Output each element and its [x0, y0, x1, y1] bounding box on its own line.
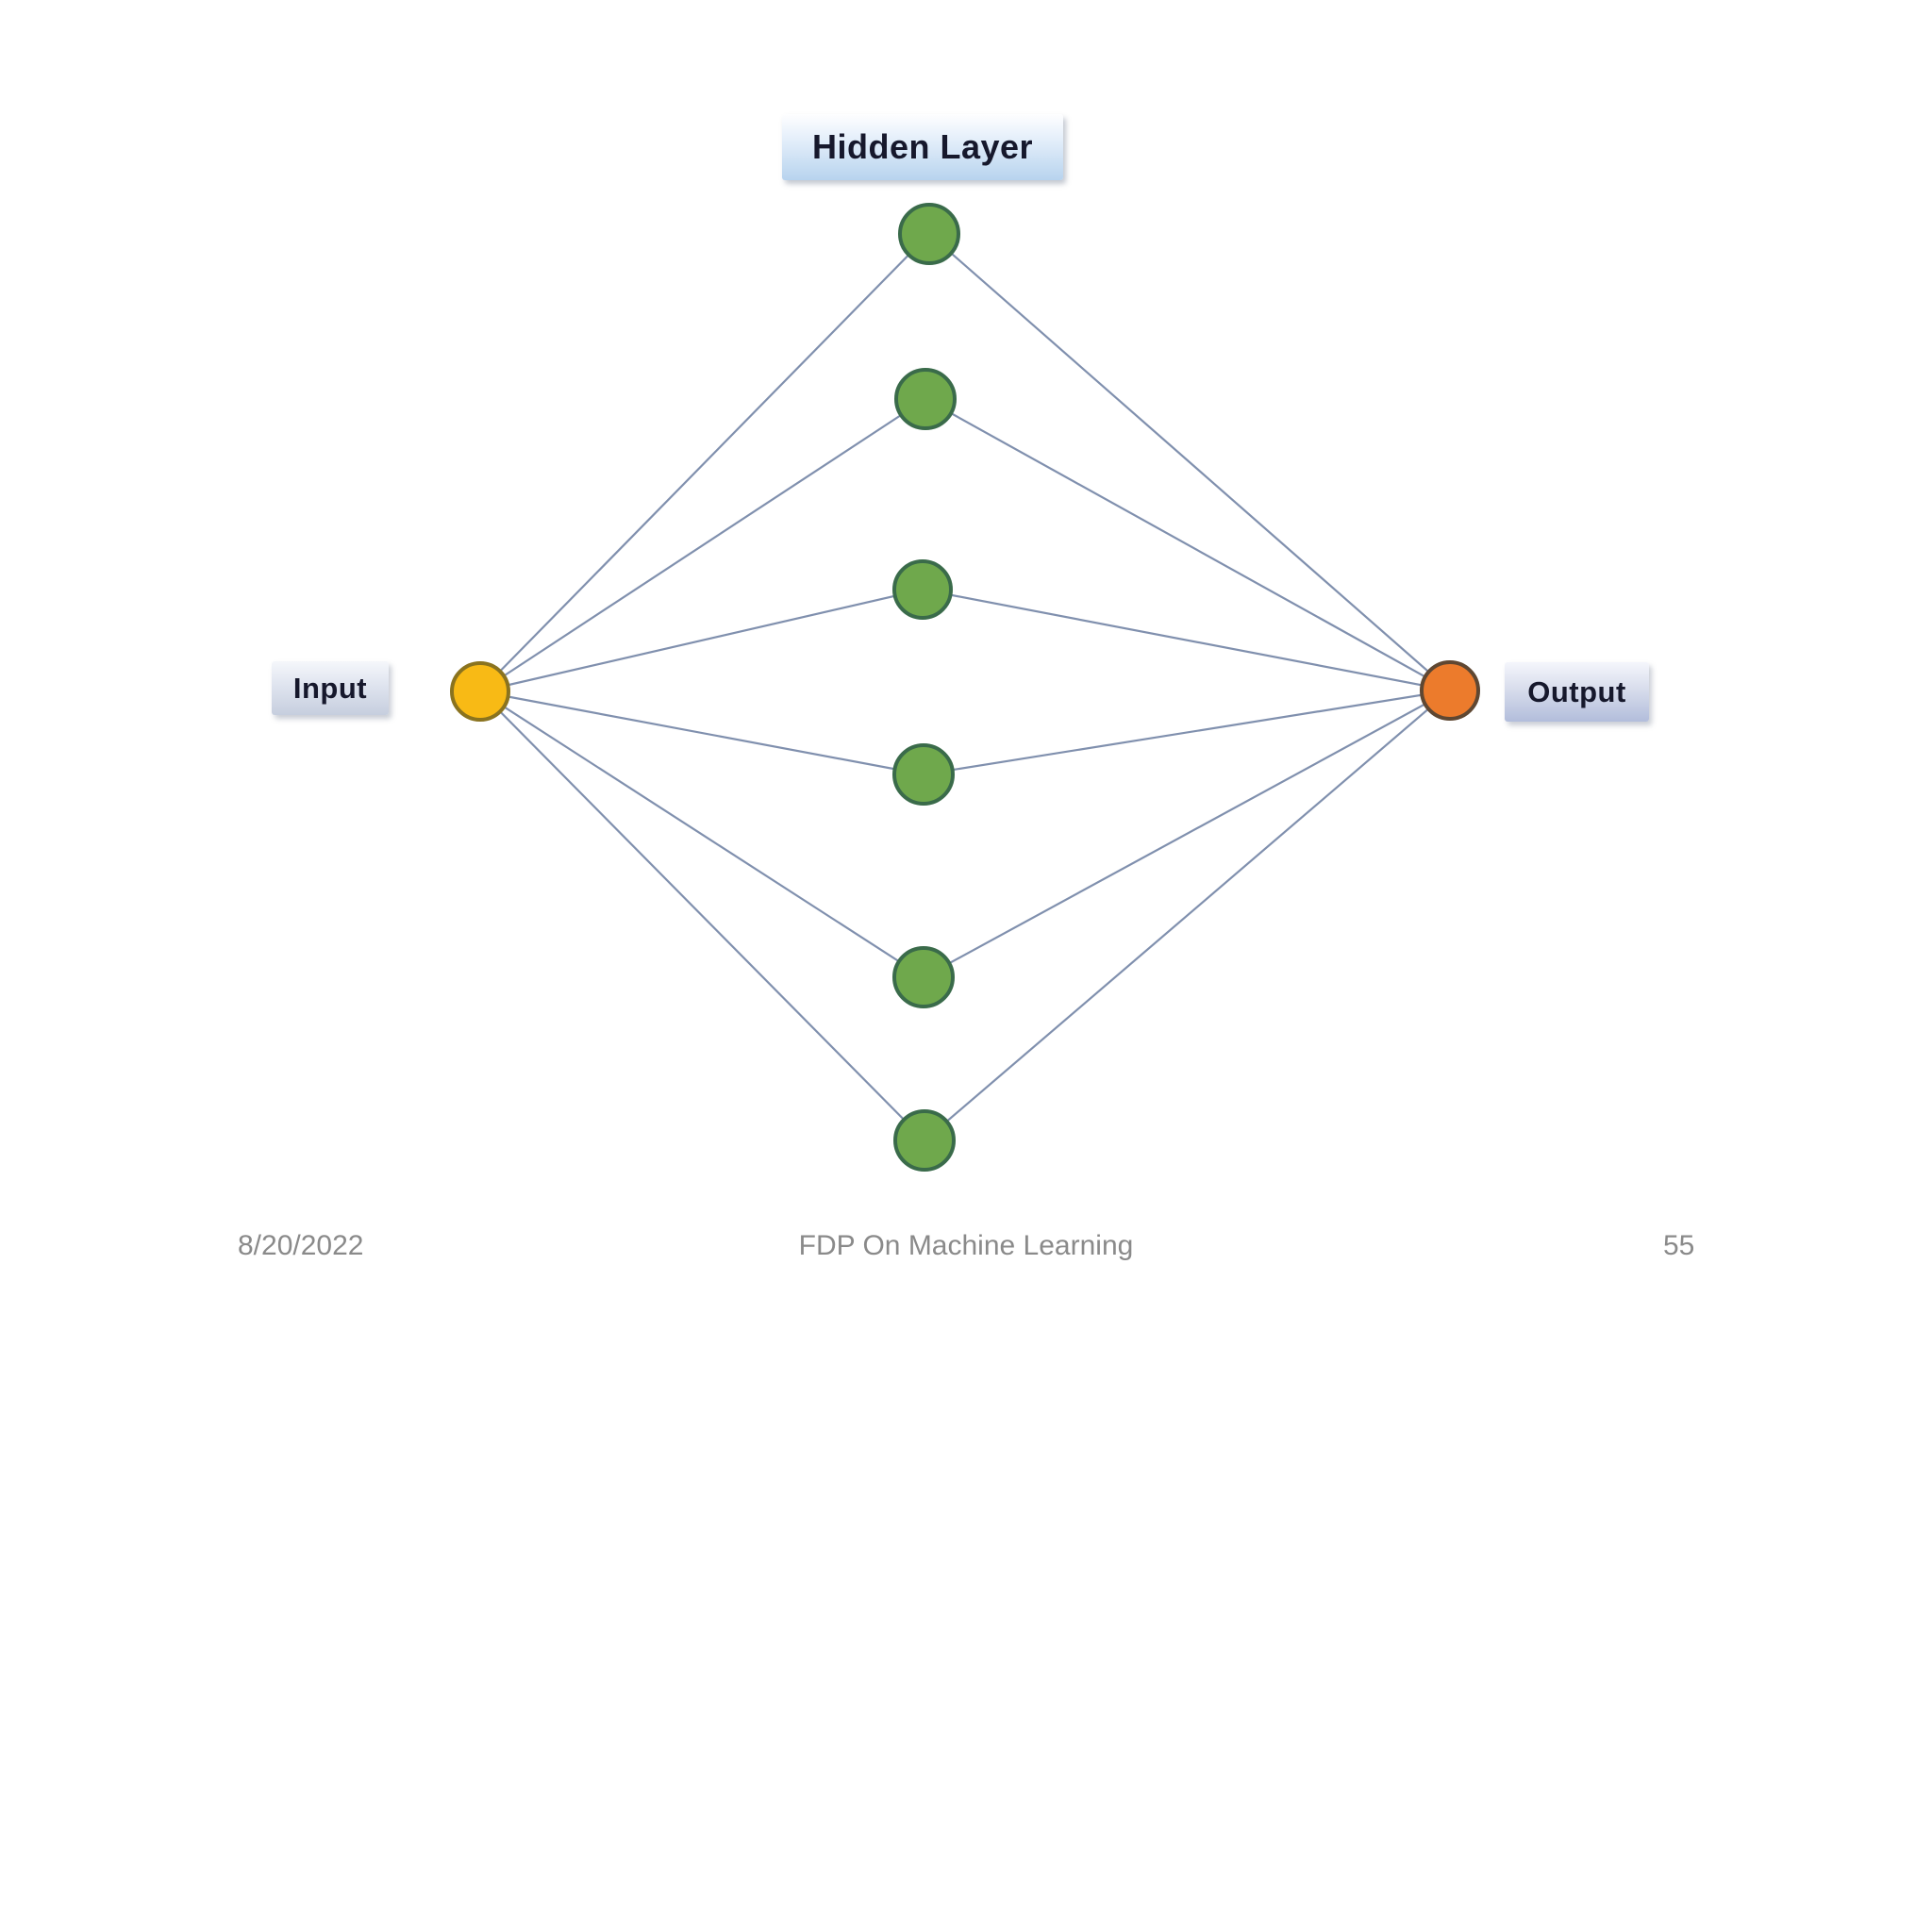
edge-hidden-1-to-output [928, 233, 1451, 691]
edge-input-to-hidden-6 [479, 690, 925, 1141]
edge-input-to-hidden-3 [479, 588, 924, 693]
slide-footer: 8/20/2022 FDP On Machine Learning 55 [0, 1229, 1932, 1269]
edge-hidden-3-to-output [922, 588, 1451, 692]
hidden-3-node [892, 559, 953, 620]
hidden-layer-label: Hidden Layer [782, 114, 1063, 180]
edge-input-to-hidden-4 [479, 690, 924, 776]
footer-title: FDP On Machine Learning [798, 1230, 1134, 1261]
output-label-text: Output [1527, 674, 1626, 708]
edge-hidden-4-to-output [923, 689, 1451, 776]
hidden-5-node [892, 946, 955, 1008]
hidden-layer-label-text: Hidden Layer [811, 127, 1034, 166]
hidden-1-node [898, 203, 960, 265]
input-label: Input [272, 661, 389, 715]
hidden-6-node [893, 1109, 956, 1172]
input-node [450, 661, 510, 722]
edge-input-to-hidden-5 [479, 690, 924, 978]
hidden-2-node [894, 368, 957, 430]
footer-date: 8/20/2022 [238, 1230, 364, 1261]
footer-page-number: 55 [1663, 1230, 1695, 1261]
hidden-4-node [892, 743, 955, 806]
edge-input-to-hidden-2 [479, 398, 926, 692]
edge-hidden-5-to-output [923, 690, 1451, 978]
input-label-text: Input [292, 671, 368, 705]
edge-hidden-2-to-output [924, 398, 1451, 691]
edge-hidden-6-to-output [924, 690, 1451, 1141]
edge-input-to-hidden-1 [479, 233, 930, 692]
output-label: Output [1505, 662, 1649, 722]
output-node [1420, 660, 1480, 721]
